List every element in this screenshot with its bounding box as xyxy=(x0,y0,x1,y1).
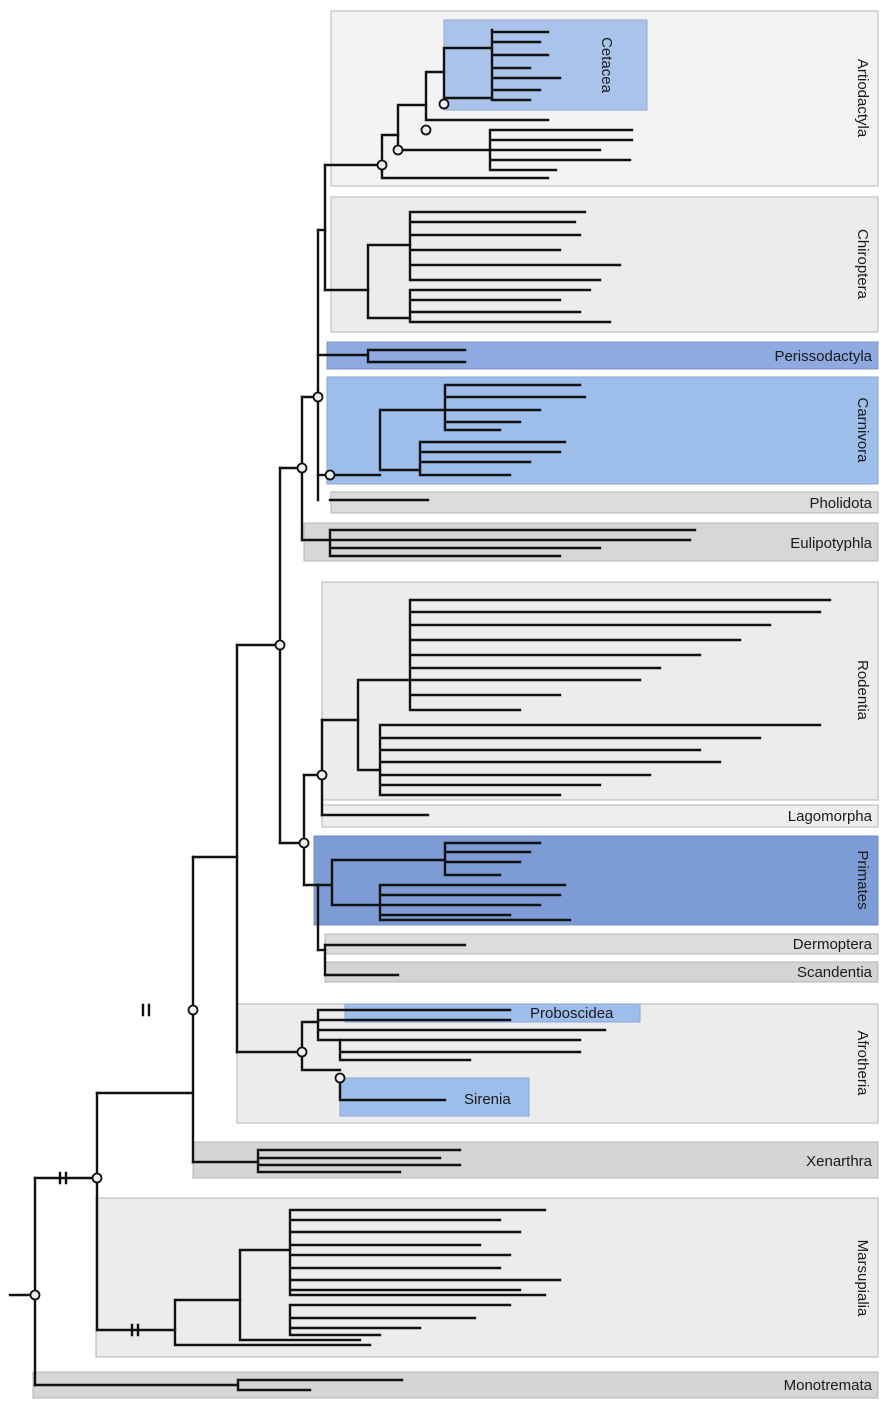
label-marsupialia: Marsupialia xyxy=(854,1240,871,1317)
label-primates: Primates xyxy=(854,850,871,909)
node-marker xyxy=(187,1004,199,1016)
label-cetacea: Cetacea xyxy=(598,37,615,94)
label-lagomorpha: Lagomorpha xyxy=(788,808,873,825)
backbone-branches xyxy=(8,163,467,1387)
node-marker xyxy=(334,1072,346,1084)
node-marker xyxy=(420,124,432,136)
node-marker xyxy=(274,639,286,651)
label-dermoptera: Dermoptera xyxy=(793,936,873,953)
node-marker xyxy=(316,769,328,781)
node-marker xyxy=(296,462,308,474)
label-pholidota: Pholidota xyxy=(809,495,872,512)
panel-pholidota xyxy=(330,491,879,514)
panel-sirenia xyxy=(339,1077,530,1117)
panel-perissodactyla xyxy=(326,341,879,370)
label-sirenia: Sirenia xyxy=(464,1091,511,1108)
label-afrotheria: Afrotheria xyxy=(854,1030,871,1096)
label-chiroptera: Chiroptera xyxy=(854,229,871,300)
subtree-branches xyxy=(173,28,832,1392)
node-marker xyxy=(298,837,310,849)
panel-cetacea xyxy=(443,19,648,111)
panel-rodentia xyxy=(321,581,879,801)
panel-primates xyxy=(313,835,879,926)
panel-carnivora xyxy=(326,376,879,485)
label-perissodactyla: Perissodactyla xyxy=(774,348,872,365)
panel-proboscidea xyxy=(344,1003,641,1023)
label-rodentia: Rodentia xyxy=(854,660,871,721)
clade-panels xyxy=(32,10,879,1399)
node-marker xyxy=(296,1046,308,1058)
label-xenarthra: Xenarthra xyxy=(806,1153,873,1170)
label-scandentia: Scandentia xyxy=(797,964,873,981)
node-marker xyxy=(376,159,388,171)
node-marker xyxy=(392,144,404,156)
branch-break-marks xyxy=(58,1003,151,1337)
label-monotremata: Monotremata xyxy=(784,1377,873,1394)
node-markers xyxy=(29,98,450,1301)
node-marker xyxy=(312,391,324,403)
node-marker xyxy=(438,98,450,110)
label-eulipotyphla: Eulipotyphla xyxy=(790,535,872,552)
panel-scandentia xyxy=(324,961,879,983)
label-artiodactyla: Artiodactyla xyxy=(854,59,871,138)
node-marker xyxy=(29,1289,41,1301)
node-marker xyxy=(324,469,336,481)
node-marker xyxy=(91,1172,103,1184)
label-proboscidea: Proboscidea xyxy=(530,1005,614,1022)
label-carnivora: Carnivora xyxy=(854,397,871,463)
clade-labels: Artiodactyla Cetacea Chiroptera Perissod… xyxy=(464,37,873,1394)
panel-marsupialia xyxy=(95,1197,879,1358)
